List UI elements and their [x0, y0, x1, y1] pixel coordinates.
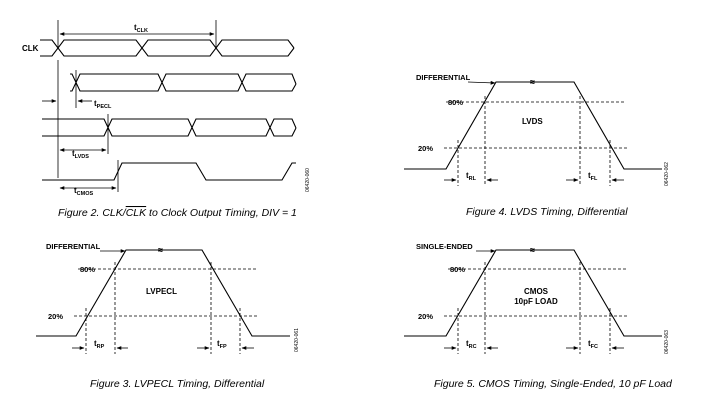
clk-trace-b	[40, 39, 295, 57]
pecl-trace-b	[70, 73, 297, 92]
clk-label: CLK	[22, 44, 39, 53]
fig3-80-label: 80%	[80, 265, 95, 274]
fig3-20-label: 20%	[48, 312, 63, 321]
fig4-tfall-label: tFL	[588, 171, 598, 182]
figure-2-clock-output-timing: CLK tCLK tPECL tLVDS tCMOS 06420-060 Fig…	[22, 20, 311, 219]
fig4-waveform	[404, 81, 662, 170]
tlvds-label: tLVDS	[72, 149, 89, 160]
fig5-20-label: 20%	[418, 312, 433, 321]
fig5-tfall-label: tFC	[588, 339, 598, 350]
lvds-trace-b	[42, 118, 297, 137]
fig5-waveform	[404, 249, 662, 337]
figure-4-lvds-timing: ≈ DIFFERENTIAL 80% 20% LVDS tRL tFL 0642…	[404, 73, 670, 218]
fig3-trise-label: tRP	[94, 339, 105, 350]
fig5-inner-label-1: CMOS	[524, 287, 549, 296]
figure-5-cmos-timing: ≈ SINGLE-ENDED 80% 20% CMOS 10pF LOAD tR…	[404, 242, 673, 390]
fig5-break-mark: ≈	[530, 245, 535, 255]
fig4-code: 06420-062	[664, 162, 670, 186]
fig4-trise-label: tRL	[466, 171, 477, 182]
fig5-80-label: 80%	[450, 265, 465, 274]
cmos-trace	[42, 162, 296, 181]
lvds-trace-a	[42, 118, 297, 137]
pecl-trace-a	[70, 73, 297, 92]
fig3-caption: Figure 3. LVPECL Timing, Differential	[90, 378, 265, 390]
fig2-code: 06420-060	[305, 168, 311, 192]
fig5-code: 06420-063	[664, 330, 670, 354]
fig4-caption: Figure 4. LVDS Timing, Differential	[466, 206, 628, 218]
fig4-80-label: 80%	[448, 98, 463, 107]
fig3-waveform	[36, 249, 290, 337]
fig3-code: 06420-061	[294, 328, 300, 352]
fig3-break-mark: ≈	[158, 245, 163, 255]
fig4-mode-label: DIFFERENTIAL	[416, 73, 471, 82]
fig5-inner-label-2: 10pF LOAD	[514, 297, 558, 306]
figure-3-lvpecl-timing: ≈ DIFFERENTIAL 80% 20% LVPECL tRP tFP 06…	[36, 242, 300, 390]
fig3-mode-label: DIFFERENTIAL	[46, 242, 101, 251]
fig3-inner-label: LVPECL	[146, 287, 177, 296]
tpecl-label: tPECL	[94, 99, 112, 110]
fig3-tfall-label: tFP	[217, 339, 227, 350]
fig5-caption: Figure 5. CMOS Timing, Single-Ended, 10 …	[434, 378, 673, 390]
fig4-mode-arrow	[467, 80, 496, 85]
clk-trace-a	[40, 39, 295, 57]
fig5-mode-label: SINGLE-ENDED	[416, 242, 473, 251]
tclk-label: tCLK	[134, 23, 148, 34]
fig4-inner-label: LVDS	[522, 117, 543, 126]
fig2-caption: Figure 2. CLK/CLK to Clock Output Timing…	[58, 207, 297, 219]
fig4-break-mark: ≈	[530, 77, 535, 87]
fig4-20-label: 20%	[418, 144, 433, 153]
tcmos-label: tCMOS	[74, 186, 94, 197]
fig5-trise-label: tRC	[466, 339, 477, 350]
